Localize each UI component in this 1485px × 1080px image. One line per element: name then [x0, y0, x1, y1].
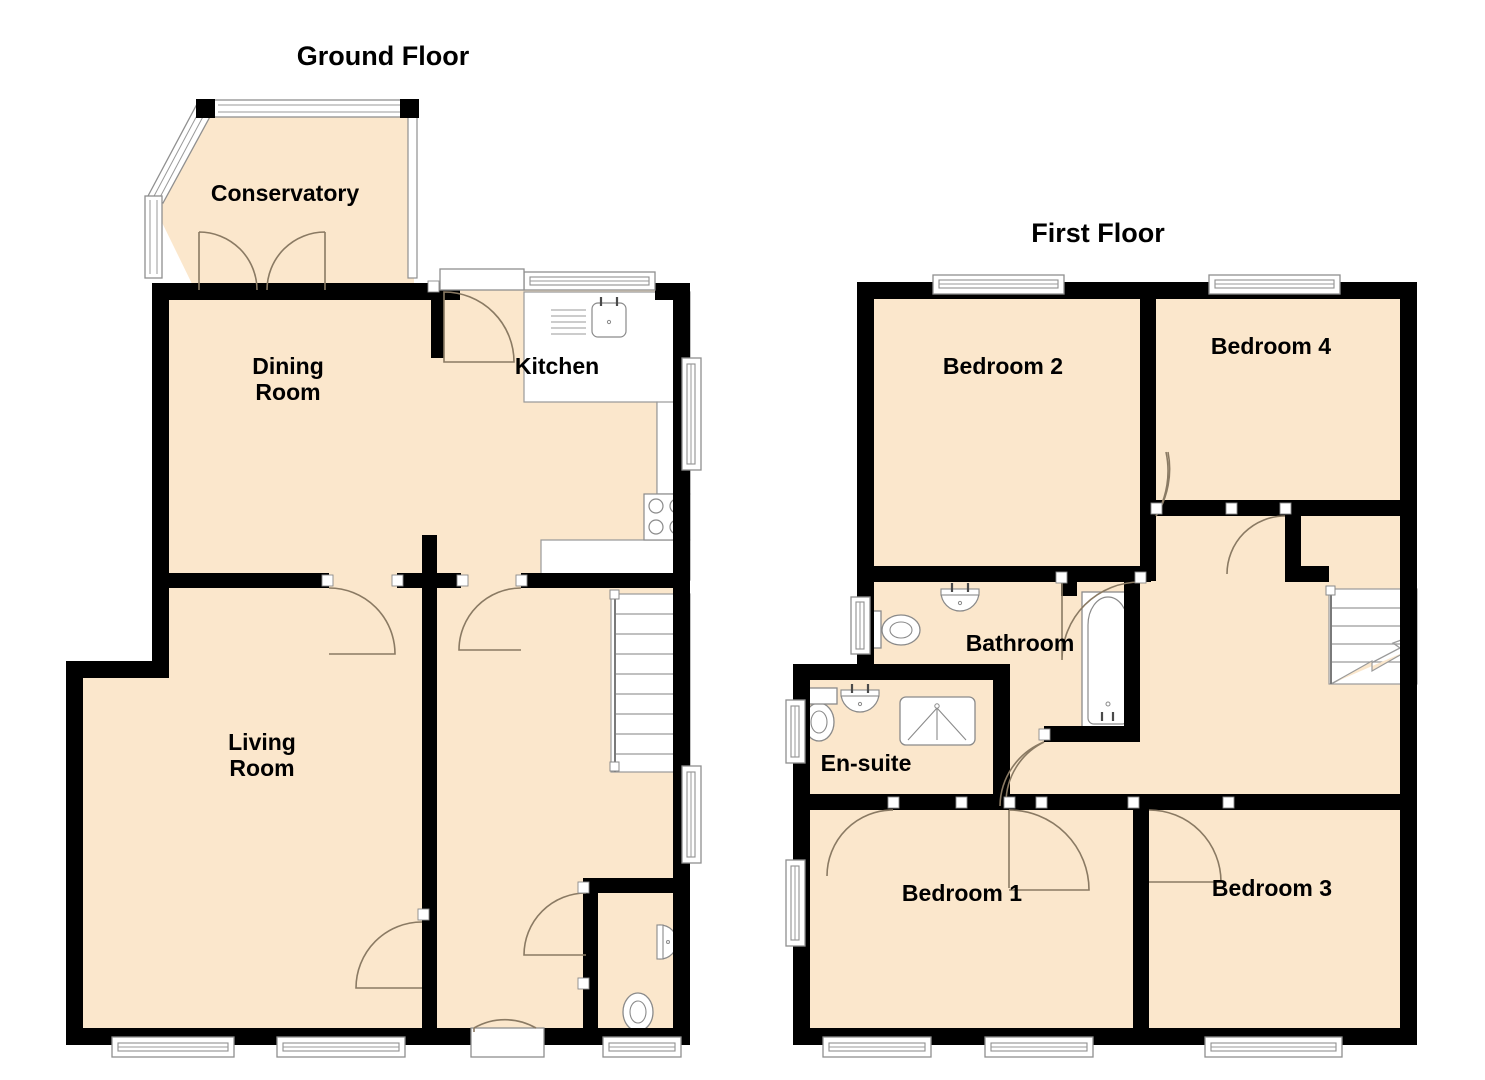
ensuite-fittings [799, 684, 976, 746]
ground-floor-windows [111, 268, 702, 1058]
ensuite-basin-icon [840, 684, 880, 713]
room-label-bedroom-1: Bedroom 1 [902, 880, 1022, 906]
shower-tray-icon [899, 696, 976, 746]
first-floor-windows [785, 274, 1343, 1058]
room-label-kitchen: Kitchen [515, 353, 599, 379]
window-kitchen-north [523, 271, 656, 291]
window-living-south-right [276, 1036, 406, 1058]
ground-floor-title: Ground Floor [297, 41, 470, 71]
room-label-ensuite: En-suite [821, 750, 912, 776]
room-label-bedroom-4: Bedroom 4 [1211, 333, 1331, 359]
window-bedroom3-south [1204, 1036, 1343, 1058]
kitchen-sink-icon [591, 297, 627, 338]
room-label-dining-room-line1: Dining [252, 353, 324, 379]
window-bedroom2-north [932, 274, 1065, 295]
window-bedroom1-west [785, 859, 806, 947]
window-hall-east [681, 765, 702, 864]
room-label-bedroom-2: Bedroom 2 [943, 353, 1063, 379]
window-kitchen-east [681, 357, 702, 471]
window-bathroom-west [850, 596, 871, 655]
window-bedroom1-south-right [984, 1036, 1094, 1058]
window-bedroom4-north [1208, 274, 1341, 295]
ground-floor-door-swings [198, 231, 587, 1029]
bathroom-basin-icon [940, 583, 980, 612]
room-label-conservatory: Conservatory [211, 180, 359, 206]
room-label-dining-room-line2: Room [255, 379, 320, 405]
kitchen-drainer-icon [551, 309, 586, 335]
first-floor-group: First Floor [785, 218, 1418, 1058]
window-bedroom1-south-left [822, 1036, 932, 1058]
window-wc-south [602, 1036, 682, 1058]
ground-floor-group: Ground Floor [66, 41, 702, 1058]
room-label-bathroom: Bathroom [966, 630, 1075, 656]
conservatory-floor [151, 105, 414, 292]
window-ensuite-west [785, 699, 806, 764]
first-floor-title: First Floor [1031, 218, 1165, 248]
back-door-frame [439, 268, 525, 291]
room-label-living-room-line1: Living [228, 729, 296, 755]
ground-floor-door-jambs [321, 280, 590, 990]
window-living-south-left [111, 1036, 235, 1058]
first-floor-door-jambs [887, 502, 1292, 809]
conservatory-glazing [144, 99, 419, 279]
room-label-living-room-line2: Room [229, 755, 294, 781]
room-label-bedroom-3: Bedroom 3 [1212, 875, 1332, 901]
room-labels: Conservatory Dining Room Kitchen Living … [211, 180, 1332, 906]
front-door-frame [470, 1027, 545, 1058]
